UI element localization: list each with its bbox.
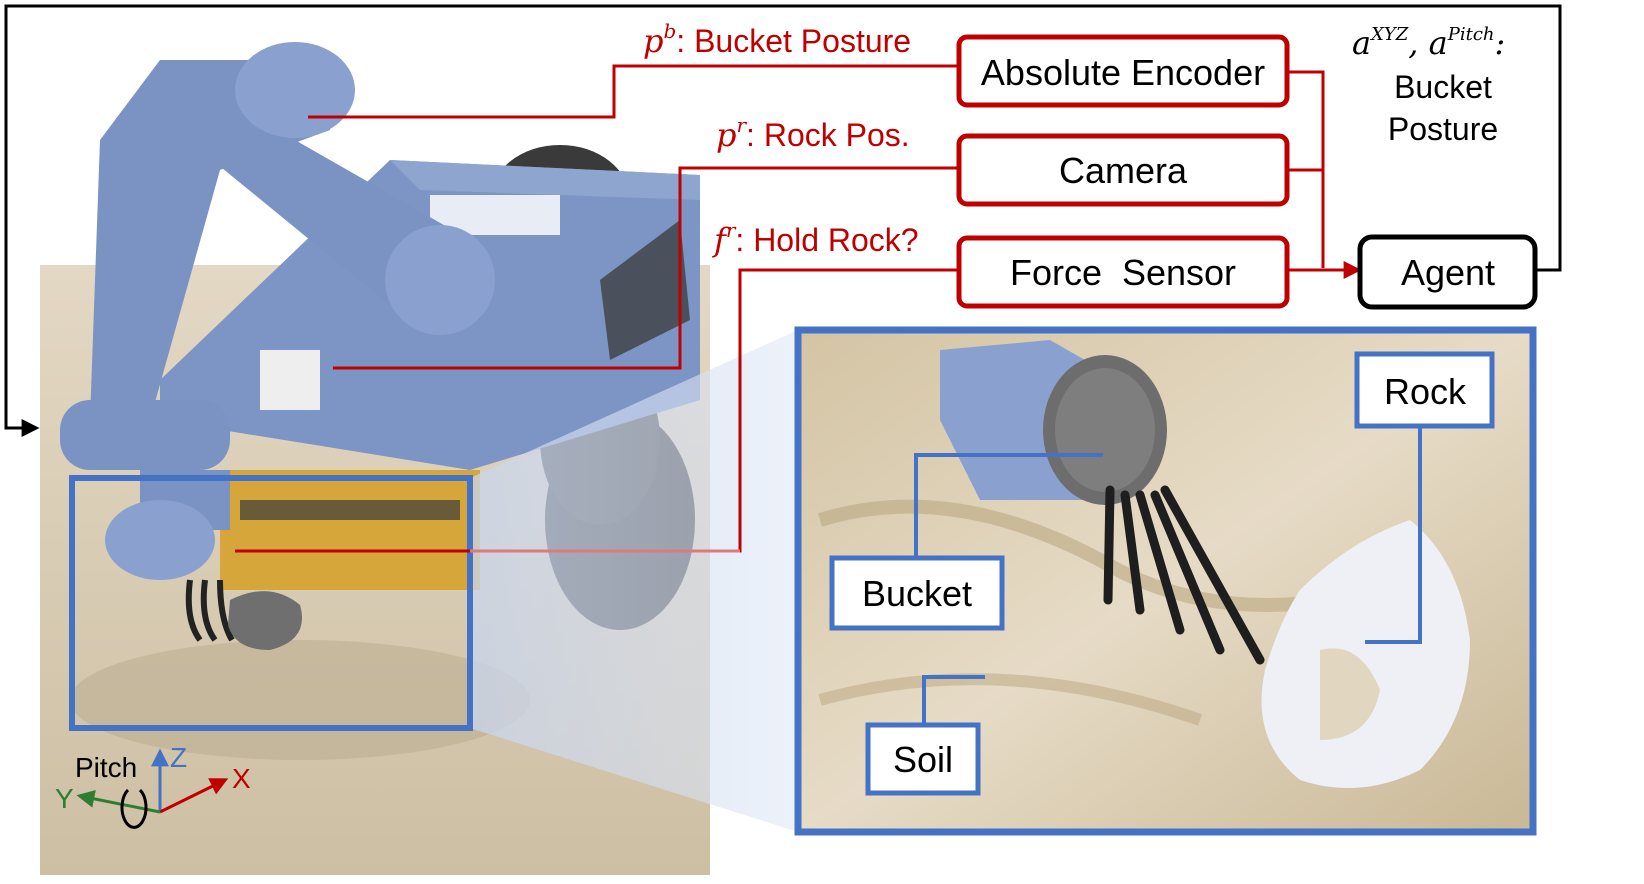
action-feedback-line — [4, 4, 1562, 437]
closeup-frame — [794, 326, 1537, 836]
pitch-label: Pitch — [75, 752, 137, 783]
callout-lines — [914, 426, 1422, 725]
absolute-encoder-box — [956, 34, 1290, 108]
hold-rock-signal-label: fr: Hold Rock? — [712, 218, 919, 259]
camera-box — [956, 133, 1290, 207]
force-sensor-box — [956, 235, 1290, 309]
zoom-funnel — [470, 330, 798, 832]
rock-callout-box — [1354, 351, 1495, 429]
y-axis-label: Y — [55, 783, 74, 814]
soil-callout-label: Soil — [893, 739, 953, 780]
x-axis-arrow — [159, 778, 229, 814]
action-desc-line2: Posture — [1388, 111, 1498, 147]
bucket-posture-signal-label: pb: Bucket Posture — [643, 19, 911, 60]
coordinate-axes: Pitch Z X Y — [55, 742, 251, 829]
rock-callout-label: Rock — [1384, 371, 1467, 412]
z-axis-label: Z — [170, 742, 187, 773]
camera-label: Camera — [1059, 150, 1188, 191]
soil-callout-box — [865, 722, 981, 796]
action-symbol-label: aXYZ, aPitch: — [1352, 24, 1505, 62]
bucket-callout-label: Bucket — [862, 573, 972, 614]
rock-pos-signal-label: pr: Rock Pos. — [716, 113, 910, 154]
action-desc-line1: Bucket — [1394, 69, 1492, 105]
signal-lines — [308, 64, 1362, 370]
agent-label: Agent — [1401, 252, 1495, 293]
bucket-callout-box — [829, 555, 1005, 631]
force-sensor-label: Force Sensor — [1010, 252, 1236, 293]
absolute-encoder-label: Absolute Encoder — [981, 52, 1265, 93]
x-axis-label: X — [232, 763, 251, 794]
pitch-rotation-icon — [120, 788, 148, 829]
agent-box — [1357, 234, 1538, 310]
bucket-region-box — [69, 475, 473, 731]
